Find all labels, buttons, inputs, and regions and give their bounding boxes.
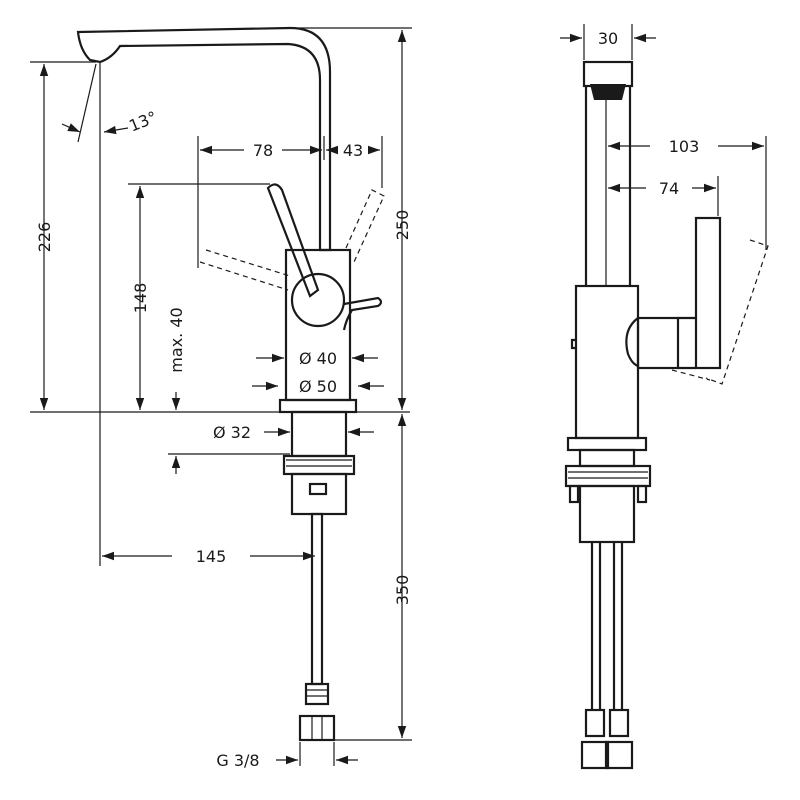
side-mounting-nut bbox=[564, 464, 652, 488]
side-bracket-right bbox=[636, 484, 648, 504]
spout bbox=[76, 26, 332, 252]
side-fixing-sleeve bbox=[578, 484, 636, 544]
side-view-labels: 30 103 74 bbox=[598, 29, 699, 198]
label-side-30: 30 bbox=[598, 29, 618, 48]
side-lever-alt-base bbox=[671, 369, 711, 381]
side-handle-collar bbox=[625, 317, 639, 368]
side-crimp-right bbox=[608, 708, 630, 738]
label-side-103: 103 bbox=[669, 137, 700, 156]
side-bracket-left bbox=[568, 484, 580, 504]
lever-alt-position-left bbox=[199, 261, 289, 291]
side-view-dimensions bbox=[560, 24, 767, 250]
base-plate bbox=[278, 398, 358, 414]
label-148: 148 bbox=[131, 283, 150, 314]
label-78: 78 bbox=[253, 141, 273, 160]
handle-knob bbox=[342, 296, 383, 331]
label-side-74: 74 bbox=[659, 179, 679, 198]
label-43: 43 bbox=[343, 141, 363, 160]
handle-hub bbox=[290, 272, 346, 328]
side-crimp-left bbox=[584, 708, 606, 738]
label-max-40: max. 40 bbox=[167, 307, 186, 372]
side-handle-lever bbox=[694, 216, 722, 370]
side-handle-neck bbox=[636, 316, 680, 370]
label-250: 250 bbox=[393, 210, 412, 241]
label-145: 145 bbox=[196, 547, 227, 566]
handle-lever bbox=[266, 183, 320, 298]
front-view-dimensions bbox=[30, 27, 412, 766]
side-hose-nut-left bbox=[580, 740, 610, 770]
lever-alt-position-left-2 bbox=[205, 249, 291, 277]
label-dia-50: Ø 50 bbox=[299, 377, 337, 396]
label-thread: G 3/8 bbox=[216, 751, 259, 770]
shank bbox=[290, 410, 348, 458]
hose-crimp bbox=[304, 682, 330, 706]
side-aerator bbox=[590, 84, 626, 100]
side-body bbox=[574, 284, 640, 440]
fixing-screw bbox=[308, 482, 328, 496]
label-dia-40: Ø 40 bbox=[299, 349, 337, 368]
angle-arrow-left bbox=[61, 123, 81, 133]
side-view bbox=[564, 60, 769, 770]
side-base-plate bbox=[566, 436, 648, 452]
hose-nut bbox=[298, 714, 336, 742]
label-spout-angle: 13° bbox=[126, 107, 159, 135]
side-spout-head bbox=[582, 60, 634, 88]
side-body-button bbox=[570, 338, 576, 350]
angle-arrow-right bbox=[103, 125, 129, 135]
label-226: 226 bbox=[35, 222, 54, 253]
lever-alt-position-right bbox=[345, 189, 385, 263]
label-350: 350 bbox=[393, 575, 412, 606]
side-shank bbox=[578, 448, 636, 468]
front-view bbox=[76, 26, 385, 742]
mounting-nut bbox=[282, 454, 356, 476]
supply-hose bbox=[310, 512, 324, 686]
side-lever-alt-position bbox=[705, 239, 769, 385]
label-dia-32: Ø 32 bbox=[213, 423, 251, 442]
angle-line bbox=[77, 63, 97, 143]
front-view-labels: 13° 78 43 226 148 max. 40 250 Ø 40 Ø 50 … bbox=[35, 107, 412, 770]
side-hose-nut-right bbox=[604, 740, 634, 770]
